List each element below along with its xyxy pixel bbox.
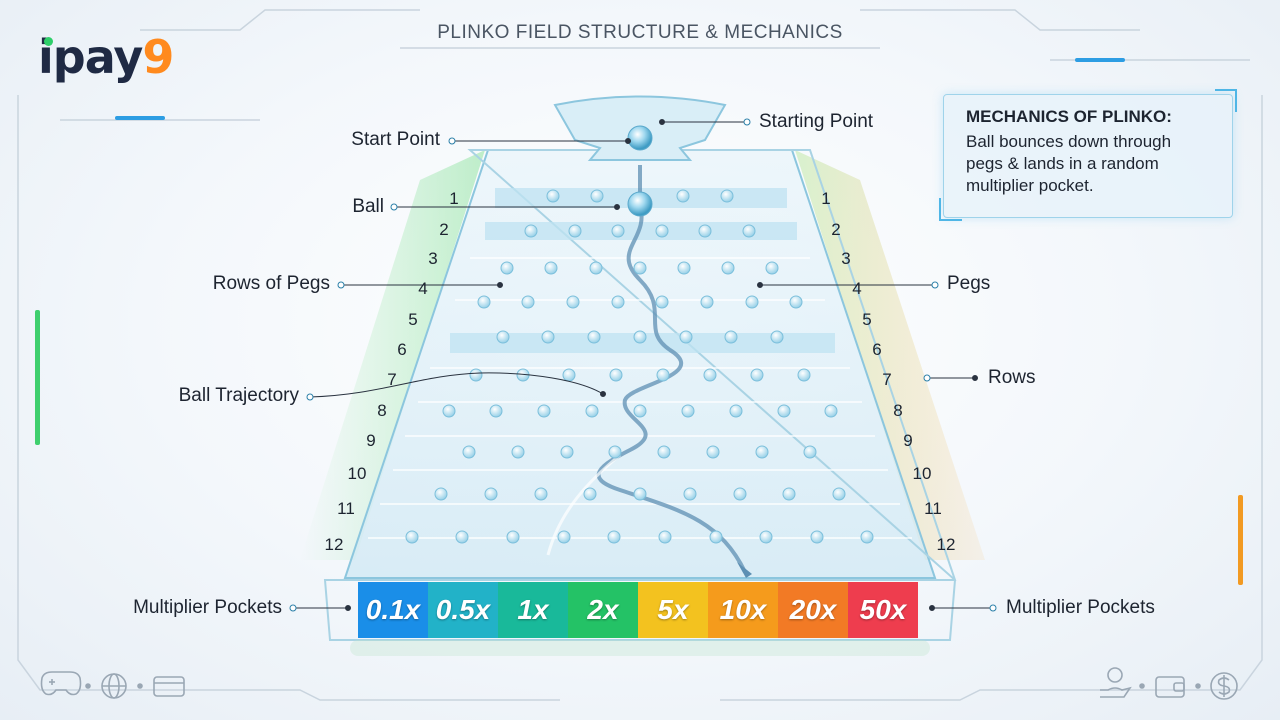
row-number: 9 [903,431,913,450]
starting-point-label: Starting Point [759,111,874,132]
dollar-icon [1210,672,1238,700]
row-number: 8 [893,401,903,420]
row-number: 5 [862,310,872,329]
row-number: 4 [418,279,428,298]
row-number: 2 [831,220,841,239]
gamepad-icon [40,671,82,696]
card-icon [153,676,185,697]
row-number: 3 [841,249,851,268]
row-number: 5 [408,310,418,329]
start-point-label: Start Point [351,129,440,150]
row-number: 12 [936,535,956,554]
pocket-20x: 20x [778,582,849,638]
row-number: 1 [449,189,459,208]
ball-label: Ball [352,196,384,217]
wallet-icon [1155,676,1185,698]
brand-logo: ipay9 [38,30,174,84]
row-number: 1 [821,189,831,208]
info-heading: MECHANICS OF PLINKO: [966,107,1172,126]
multiplier-pockets-left-label: Multiplier Pockets [133,597,282,618]
row-number: 4 [852,279,862,298]
row-number: 7 [882,370,892,389]
rows-label: Rows [988,367,1036,388]
pocket-5x: 5x [638,582,709,638]
pocket-10x: 10x [708,582,779,638]
pegs-label: Pegs [947,273,991,294]
mechanics-info-box: MECHANICS OF PLINKO: Ball bounces down t… [943,94,1233,218]
row-number: 10 [347,464,367,483]
rows-of-pegs-label: Rows of Pegs [212,273,330,294]
pocket-50x: 50x [848,582,918,638]
pocket-0-5x: 0.5x [428,582,499,638]
row-number: 11 [337,499,355,518]
pocket-0-1x: 0.1x [358,582,429,638]
row-number: 6 [872,340,882,359]
multiplier-pockets-right-label: Multiplier Pockets [1006,597,1155,618]
row-number: 3 [428,249,438,268]
row-number: 6 [397,340,407,359]
page-title: PLINKO FIELD STRUCTURE & MECHANICS [437,22,843,43]
logo-dot-icon [44,37,53,46]
row-number: 7 [387,370,397,389]
ball-trajectory-label: Ball Trajectory [178,385,299,406]
row-number: 12 [324,535,344,554]
hand-coin-icon [1100,667,1132,698]
row-number: 10 [912,464,932,483]
info-body: Ball bounces down through pegs & lands i… [966,132,1172,195]
row-number: 2 [439,220,449,239]
globe-icon [101,673,127,699]
pocket-1x: 1x [498,582,569,638]
row-number: 11 [924,499,942,518]
row-number: 9 [366,431,376,450]
row-number: 8 [377,401,387,420]
